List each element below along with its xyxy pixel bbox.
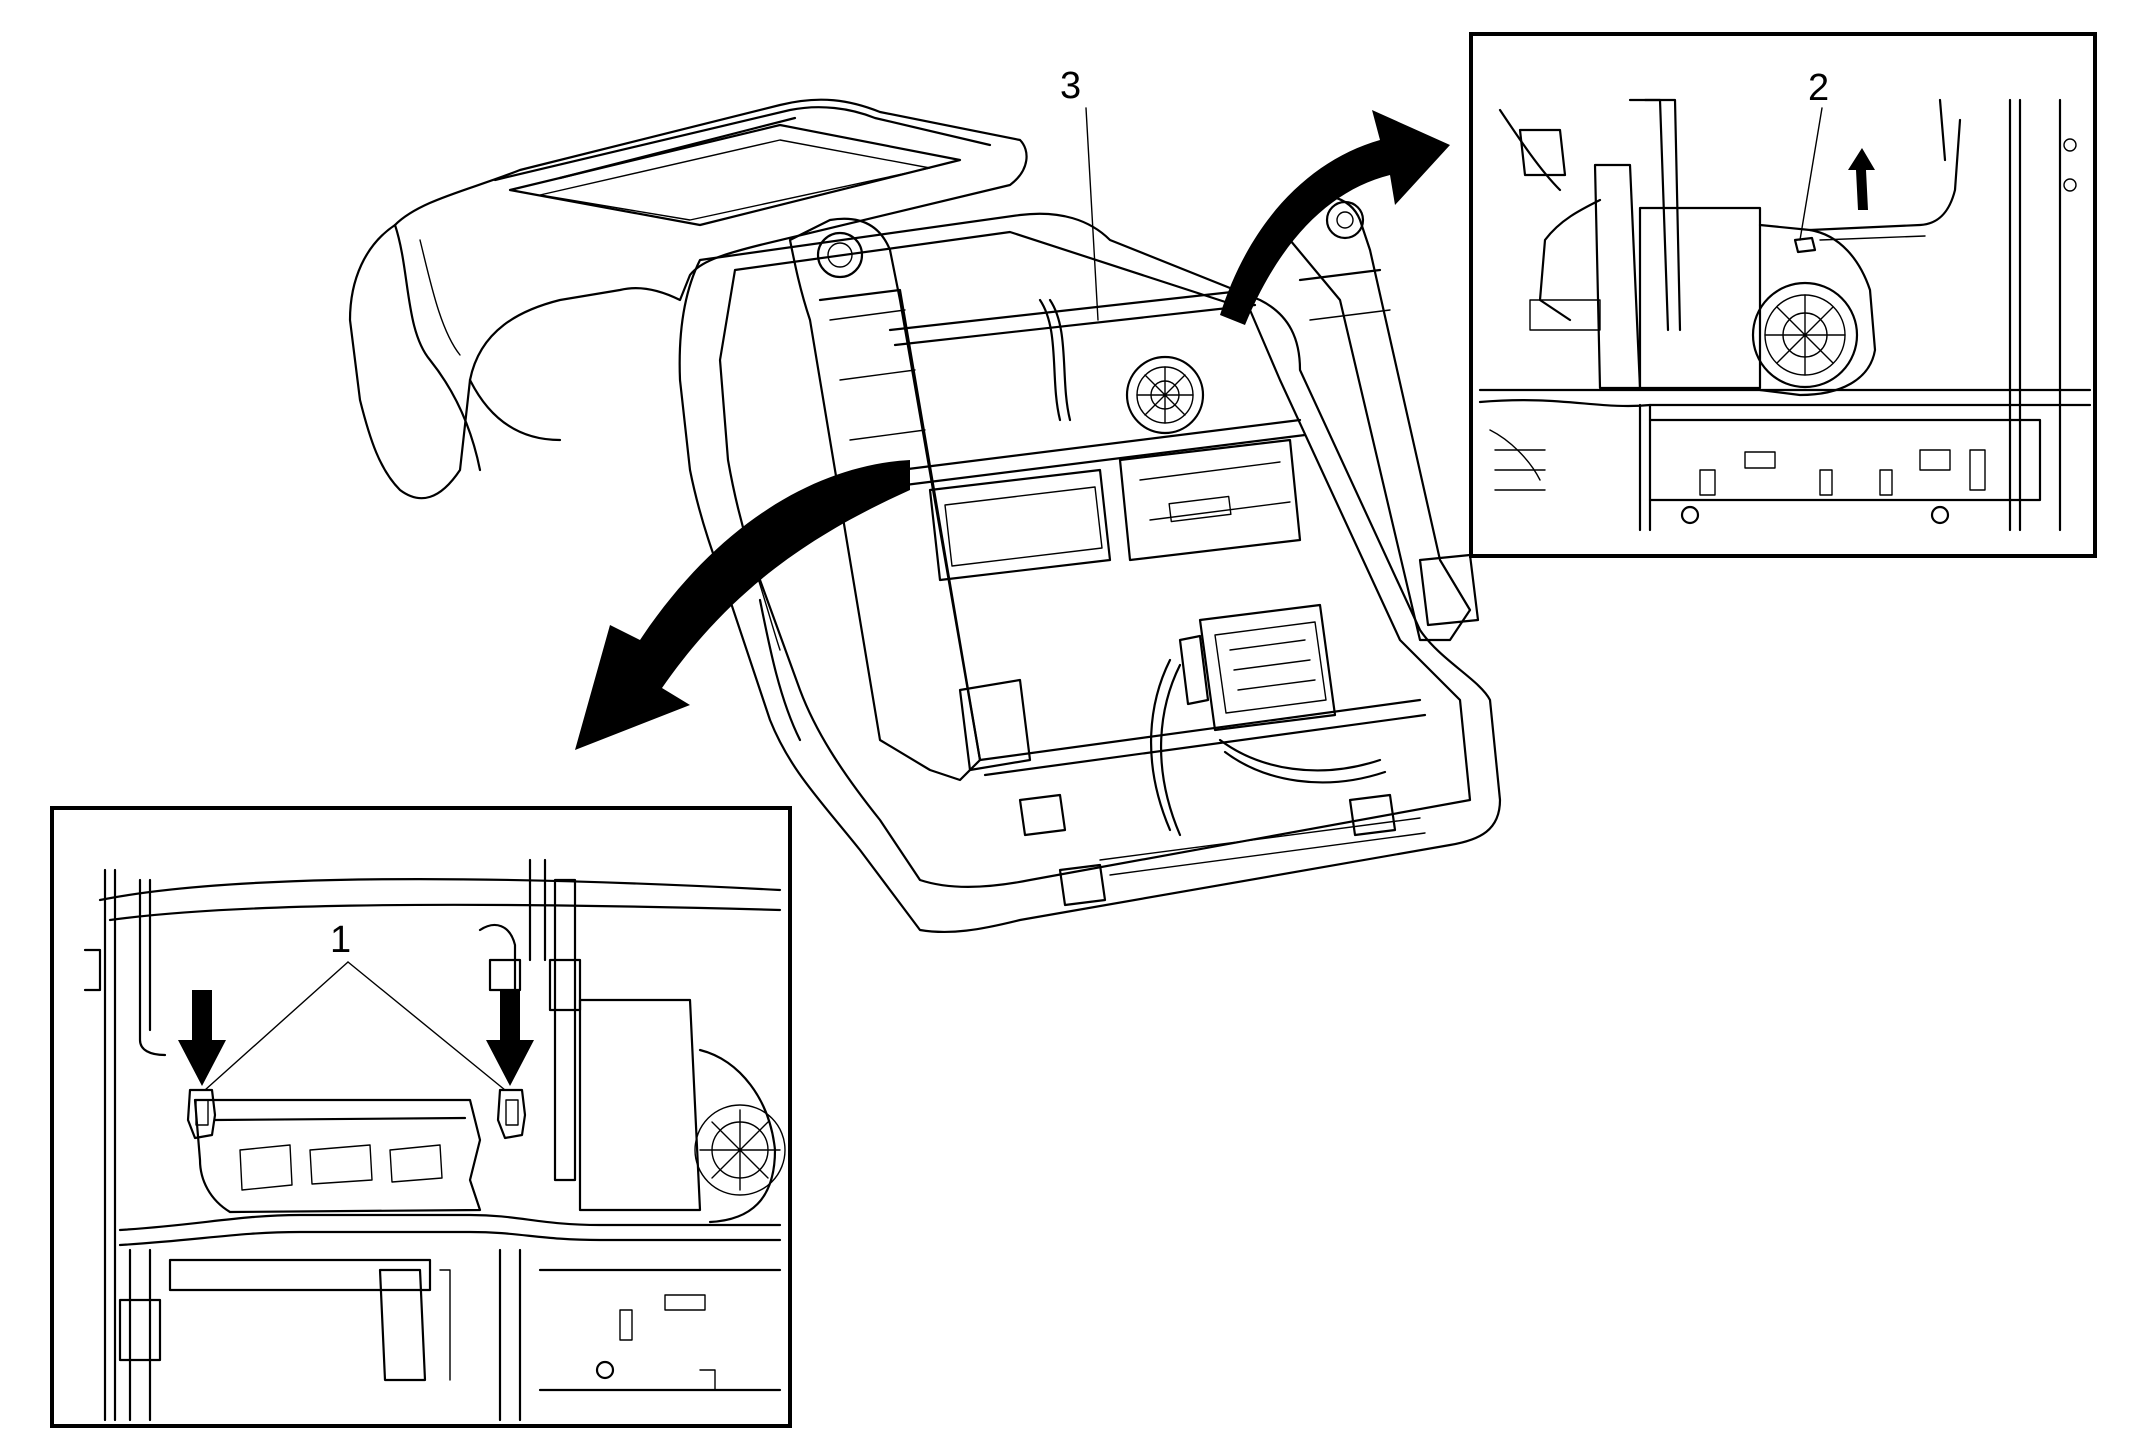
curved-arrow-up-right-icon bbox=[1220, 110, 1450, 325]
callout-label-2: 2 bbox=[1808, 67, 1829, 109]
callout-1: 1 bbox=[204, 919, 506, 1091]
seat-cushion-assembly bbox=[348, 98, 1502, 934]
inset-detail-2: 2 bbox=[1469, 32, 2097, 558]
callout-label-3: 3 bbox=[1060, 65, 1081, 107]
down-arrow-icon-left bbox=[178, 990, 226, 1086]
up-arrow-icon bbox=[1848, 148, 1875, 210]
down-arrow-icon-right bbox=[486, 990, 534, 1086]
curved-arrow-down-left-icon bbox=[575, 460, 910, 750]
inset-detail-1: 1 bbox=[50, 806, 792, 1428]
callout-label-1: 1 bbox=[330, 919, 351, 961]
callout-3: 3 bbox=[1060, 65, 1099, 321]
callout-2: 2 bbox=[1799, 67, 1829, 241]
